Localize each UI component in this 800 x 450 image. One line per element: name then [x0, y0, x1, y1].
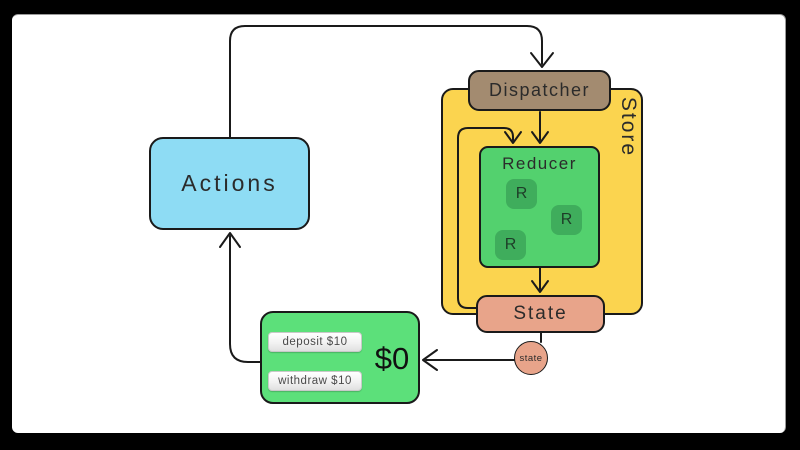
actions-label: Actions	[181, 170, 278, 196]
state-token-label: state	[519, 352, 543, 364]
reducer-chip: R	[506, 179, 537, 209]
reducer-chip: R	[551, 205, 582, 235]
deposit-button[interactable]: deposit $10	[268, 332, 362, 352]
actions-node: Actions	[149, 137, 310, 230]
store-label: Store	[617, 96, 640, 158]
reducer-chip: R	[495, 230, 526, 260]
state-label: State	[513, 303, 568, 324]
dispatcher-node: Dispatcher	[468, 70, 611, 111]
balance-value: $0	[374, 341, 410, 376]
bank-account-widget: deposit $10 withdraw $10 $0	[260, 311, 420, 404]
withdraw-button[interactable]: withdraw $10	[268, 371, 362, 391]
dispatcher-label: Dispatcher	[488, 80, 591, 100]
state-token-circle: state	[514, 341, 548, 375]
reducer-label: Reducer	[502, 154, 577, 173]
state-node: State	[476, 295, 605, 333]
